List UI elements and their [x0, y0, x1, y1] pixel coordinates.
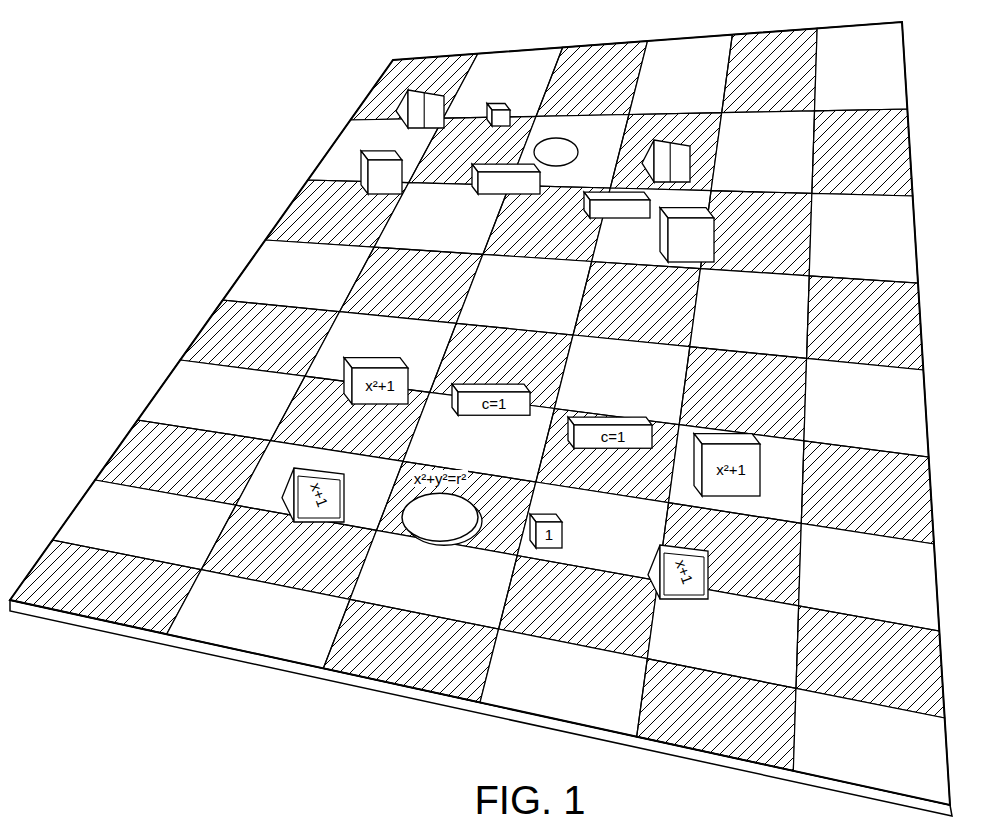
board-square [610, 113, 721, 191]
board-square [573, 262, 700, 347]
wedge-piece: x+1 [294, 468, 344, 522]
board-square [629, 35, 732, 115]
board-square [804, 358, 929, 457]
board-square [812, 109, 913, 196]
piece-label: x²+y²=r² [412, 470, 469, 487]
block-piece [361, 151, 402, 194]
unlabeled-pieces [361, 90, 714, 262]
board-square [809, 193, 918, 283]
piece-label: 1 [545, 526, 553, 543]
block-piece: c=1 [574, 425, 652, 448]
wedge-piece [642, 140, 690, 182]
block-piece [487, 104, 510, 127]
disk-piece: x²+y²=r² [398, 470, 482, 549]
figure-caption: FIG. 1 [474, 778, 585, 822]
wedge-piece [396, 90, 444, 128]
block-piece: x²+1 [352, 368, 408, 404]
block-piece [472, 164, 540, 194]
board-square [807, 276, 924, 370]
block-piece [584, 192, 650, 218]
piece-label: x²+1 [716, 461, 746, 478]
piece-label: c=1 [601, 428, 626, 445]
board-square [815, 22, 908, 111]
board-square [700, 191, 811, 276]
board-outline [10, 22, 950, 805]
board-square [658, 503, 801, 606]
block-piece: 1 [536, 522, 562, 548]
disk-piece [534, 138, 578, 166]
board-square [456, 254, 591, 335]
board-square [711, 111, 814, 193]
board-squares [10, 22, 950, 805]
piece-label: x²+1 [365, 377, 395, 394]
wedge-piece: x+1 [660, 545, 708, 599]
board-square [690, 269, 809, 359]
block-piece [660, 208, 714, 262]
block-piece: x²+1 [702, 444, 760, 496]
piece-label: c=1 [482, 395, 507, 412]
block-piece: c=1 [458, 392, 530, 415]
board-square [722, 28, 817, 112]
